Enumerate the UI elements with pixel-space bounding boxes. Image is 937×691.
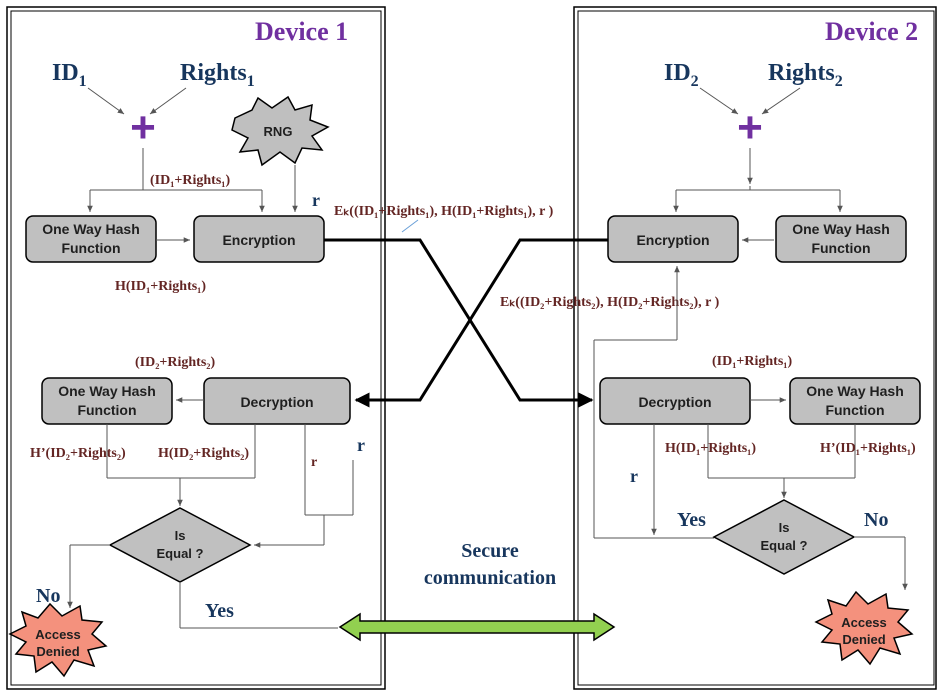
device2-title: Device 2 bbox=[825, 17, 918, 46]
device2-decision-line2: Equal ? bbox=[761, 538, 808, 553]
device2-dec-hash-line2: Function bbox=[825, 402, 884, 418]
device1-decision-line2: Equal ? bbox=[157, 546, 204, 561]
device1-title: Device 1 bbox=[255, 17, 348, 46]
device1-r-label: r bbox=[312, 190, 320, 210]
device1-no-label: No bbox=[36, 585, 60, 607]
device2-decryption-box bbox=[599, 377, 751, 425]
device1-rights-label: Rights1 bbox=[180, 60, 255, 90]
device1-decision-diamond bbox=[108, 507, 252, 583]
device1-panel bbox=[6, 6, 386, 690]
device1-dec-hash-line1: One Way Hash bbox=[58, 383, 156, 399]
device2-rights-label: Rights2 bbox=[768, 60, 843, 90]
device1-hash-output: H(ID₁+Rights₁) bbox=[115, 279, 206, 294]
device2-denied-line2: Denied bbox=[842, 632, 885, 647]
device1-decryption-label: Decryption bbox=[240, 394, 313, 410]
device1-yes-label: Yes bbox=[205, 600, 234, 622]
secure-line1: Secure bbox=[461, 540, 519, 562]
rng-burst-icon: RNG bbox=[231, 95, 330, 167]
device2-plus-icon: + bbox=[737, 103, 763, 152]
device2-decision-line1: Is bbox=[779, 520, 790, 535]
secure-channel-arrow bbox=[338, 612, 616, 642]
device1-dec-input: (ID₂+Rights₂) bbox=[135, 355, 215, 370]
device2-hash-line2: Function bbox=[811, 240, 870, 256]
message1-arrow bbox=[324, 238, 594, 408]
device1-r-big: r bbox=[357, 435, 365, 455]
device2-id-label: ID2 bbox=[664, 60, 699, 90]
device1-denied-line1: Access bbox=[35, 627, 81, 642]
device2-encryption-label: Encryption bbox=[636, 232, 709, 248]
device1-sum-label: (ID₁+Rights₁) bbox=[150, 173, 230, 188]
device2-panel bbox=[573, 6, 937, 690]
device1-hash-line1: One Way Hash bbox=[42, 221, 140, 237]
device2-hprime: H’(ID₁+Rights₁) bbox=[820, 441, 916, 456]
secure-line2: communication bbox=[424, 567, 556, 589]
device2-dec-input: (ID₁+Rights₁) bbox=[712, 354, 792, 369]
rng-label: RNG bbox=[264, 124, 293, 139]
device1-encryption-label: Encryption bbox=[222, 232, 295, 248]
device2-no-label: No bbox=[864, 509, 888, 531]
device2-access-denied-icon: Access Denied bbox=[814, 590, 914, 666]
device1-access-denied-icon: Access Denied bbox=[8, 602, 108, 678]
device1-denied-line2: Denied bbox=[36, 644, 79, 659]
device1-hash-box bbox=[25, 215, 157, 263]
device1-decryption-box bbox=[203, 377, 351, 425]
device1-r-small: r bbox=[311, 455, 317, 470]
device2-hash-box bbox=[775, 215, 907, 263]
device1-hash-line2: Function bbox=[61, 240, 120, 256]
device2-decryption-label: Decryption bbox=[638, 394, 711, 410]
device2-dec-hash-line1: One Way Hash bbox=[806, 383, 904, 399]
device1-dec-hash-line2: Function bbox=[77, 402, 136, 418]
device1-plus-icon: + bbox=[130, 103, 156, 152]
device1-hprime: H’(ID₂+Rights₂) bbox=[30, 446, 126, 461]
message1-label: Eₖ((ID₁+Rights₁), H(ID₁+Rights₁), r ) bbox=[334, 204, 554, 219]
device2-yes-label: Yes bbox=[677, 509, 706, 531]
device2-r-label: r bbox=[630, 466, 638, 486]
device1-decision-line1: Is bbox=[175, 528, 186, 543]
device2-hdec: H(ID₁+Rights₁) bbox=[665, 441, 756, 456]
message2-label: Eₖ((ID₂+Rights₂), H(ID₂+Rights₂), r ) bbox=[500, 295, 720, 310]
device2-hash-line1: One Way Hash bbox=[792, 221, 890, 237]
device2-denied-line1: Access bbox=[841, 615, 887, 630]
message2-arrow bbox=[354, 238, 608, 408]
device1-hdec: H(ID₂+Rights₂) bbox=[158, 446, 249, 461]
device2-decision-diamond bbox=[712, 499, 856, 575]
device1-id-label: ID1 bbox=[52, 60, 87, 90]
